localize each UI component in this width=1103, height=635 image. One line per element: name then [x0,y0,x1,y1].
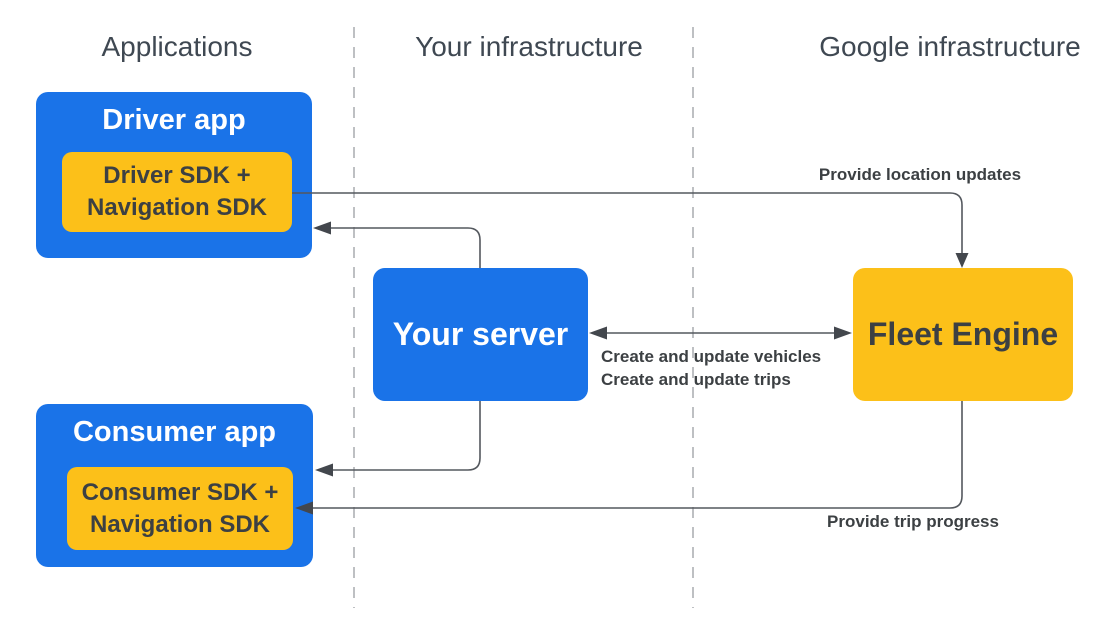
arrowhead-left-into-driver-app [313,221,331,235]
your-server-box: Your server [373,268,588,401]
driver-app-title: Driver app [102,104,246,136]
edge-fleet-engine-to-consumer-sdk [313,401,963,509]
consumer-sdk-box: Consumer SDK + Navigation SDK [67,467,293,550]
edge-server-to-driver-app [331,227,481,268]
edge-label-create-and-update-trips: Create and update trips [601,370,791,389]
edge-driver-sdk-to-fleet-engine [292,192,963,254]
edge-label-provide-trip-progress: Provide trip progress [827,512,999,531]
fleet-engine-box: Fleet Engine [853,268,1073,401]
consumer-app-title: Consumer app [72,416,277,448]
consumer-sdk-label-line1: Consumer SDK + [81,478,279,506]
arrowhead-right-into-fleet-engine [834,326,852,340]
arrowhead-down-into-fleet-engine [955,253,969,268]
column-header-applications: Applications [101,31,253,62]
consumer-sdk-label-line2: Navigation SDK [89,510,271,538]
edge-label-create-and-update-vehicles: Create and update vehicles [601,347,822,366]
driver-sdk-label-line1: Driver SDK + [103,162,251,189]
edge-server-to-consumer-app [333,401,481,471]
fleet-engine-title: Fleet Engine [867,316,1059,352]
arrowhead-left-into-consumer-app [315,463,333,477]
edge-label-provide-location-updates: Provide location updates [818,165,1022,184]
driver-sdk-box: Driver SDK + Navigation SDK [62,152,292,232]
column-header-google-infrastructure: Google infrastructure [819,31,1081,62]
driver-app-box: Driver app Driver SDK + Navigation SDK [36,92,312,258]
driver-sdk-label-line2: Navigation SDK [86,194,268,221]
consumer-app-box: Consumer app Consumer SDK + Navigation S… [36,404,313,567]
your-server-title: Your server [392,316,569,352]
arrowhead-left-into-server [589,326,607,340]
column-header-your-infrastructure: Your infrastructure [415,31,643,62]
